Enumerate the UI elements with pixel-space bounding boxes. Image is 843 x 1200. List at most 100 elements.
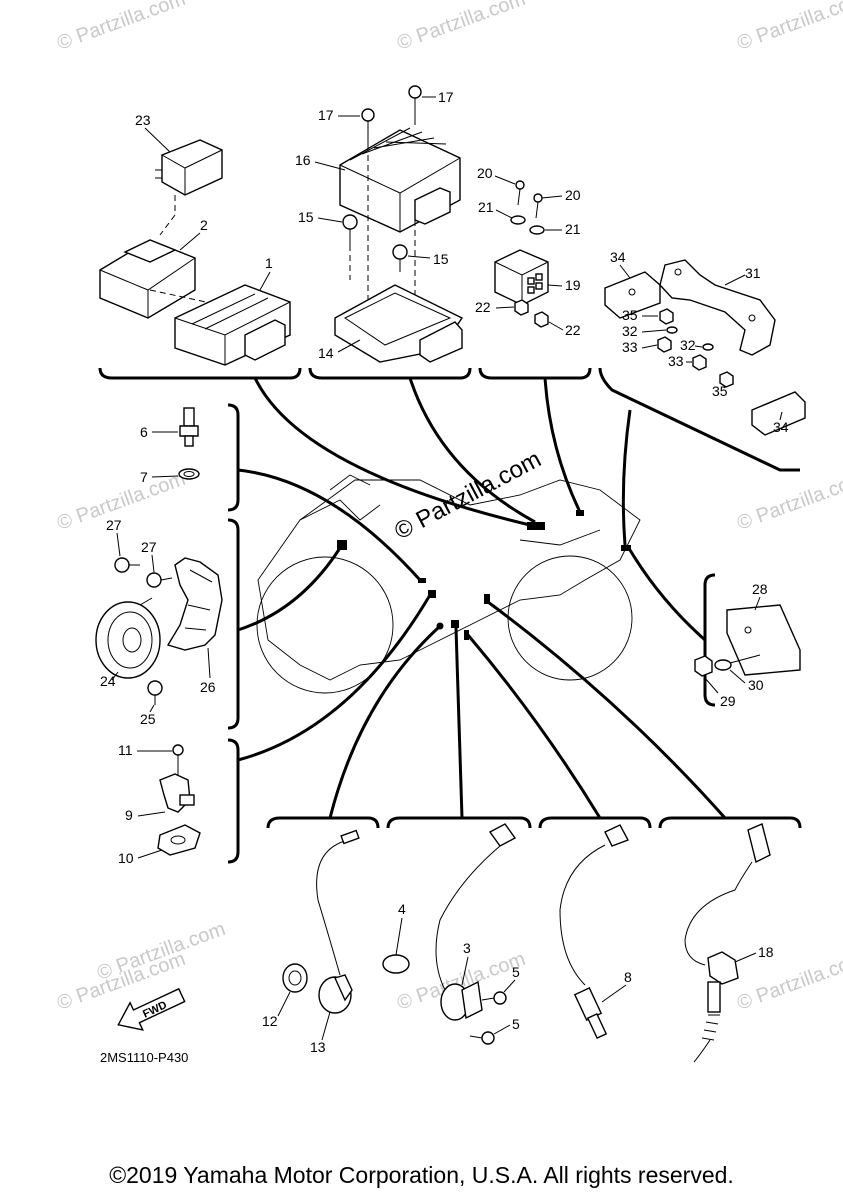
group-brackets [98,367,802,864]
callout-32: 32 [622,323,638,339]
part-13-sensor [318,974,353,1014]
callout-27: 27 [106,517,122,533]
part-25-bolt [147,680,163,705]
callout-27: 27 [141,539,157,555]
group-crank-sensor: 11 9 10 [118,742,201,866]
group-knock-sensor: 12 13 [262,829,360,1055]
callout-26: 26 [200,679,216,695]
callout-5: 5 [512,964,520,980]
part-14-bracket [334,284,464,363]
fwd-label: FWD [141,999,169,1020]
callout-2: 2 [200,217,208,233]
callout-25: 25 [140,711,156,727]
leader-lines [237,377,727,819]
callout-34: 34 [773,419,789,435]
callout-23: 23 [135,112,151,128]
callout-33: 33 [668,353,684,369]
part-5-bolt [469,991,507,1045]
callout-6: 6 [140,424,148,440]
part-1-ecu [174,284,291,366]
group-temp-sensor: 6 7 [140,407,200,485]
part-3-sensor [440,980,483,1021]
part-23-relay [155,139,223,196]
callout-5: 5 [512,1016,520,1032]
part-20-screw [515,180,543,219]
callout-33: 33 [622,339,638,355]
part-18-sensor [693,951,739,1063]
part-2-connector [99,239,196,319]
callout-14: 14 [318,345,334,361]
callout-8: 8 [624,969,632,985]
callout-10: 10 [118,850,134,866]
part-6-sensor [179,407,199,447]
center-watermark: © Partzilla.com [390,446,545,546]
callout-3: 3 [463,940,471,956]
part-28-reflector [726,604,801,676]
part-35-nut [659,308,734,388]
part-19-sensor [494,249,549,306]
part-29-nut [694,655,713,677]
part-16-regulator [339,127,461,233]
callout-7: 7 [140,469,148,485]
part-30-washer [714,654,761,671]
part-9-sensor [159,773,195,813]
callout-19: 19 [565,277,581,293]
callout-30: 30 [748,677,764,693]
group-o2-sensor: 8 [559,824,632,1040]
part-4-oring [382,954,410,974]
group-reflector-bracket: 34 31 35 32 33 32 33 35 34 [604,249,806,436]
diagram-code: 2MS1110-P430 [100,1050,188,1065]
callout-9: 9 [125,807,133,823]
callout-13: 13 [310,1039,326,1055]
part-31-bracket [659,259,776,356]
part-21-washer [510,215,545,235]
callout-12: 12 [262,1013,278,1029]
part-17-bolt [361,85,422,145]
part-22-nut [514,299,549,328]
part-7-gasket [178,468,200,480]
part-33-nut [657,336,707,371]
callout-35: 35 [622,307,638,323]
callout-20: 20 [565,187,581,203]
part-8-sensor [573,987,608,1040]
callout-22: 22 [565,322,581,338]
callout-34: 34 [610,249,626,265]
part-27-bolt [114,557,173,588]
watermark: © Partzilla.com [54,0,188,55]
callout-31: 31 [745,265,761,281]
callout-21: 21 [478,199,494,215]
callout-4: 4 [398,901,406,917]
callout-28: 28 [752,581,768,597]
part-34-reflector [604,271,806,436]
watermark: © Partzilla.com [734,948,843,1015]
group-rectifier: 17 17 16 15 15 14 [295,85,464,363]
part-15-bolt [342,214,408,272]
part-32-washer [666,326,714,351]
callout-1: 1 [265,255,273,271]
group-19-22: 20 20 21 21 19 22 22 [475,165,581,338]
callout-16: 16 [295,152,311,168]
watermark: © Partzilla.com [734,468,843,535]
watermark: © Partzilla.com [394,0,528,55]
group-horn: 27 27 24 26 25 [95,517,223,727]
callout-17: 17 [318,107,334,123]
callout-22: 22 [475,299,491,315]
group-speed-sensor: 4 3 5 5 [382,823,520,1045]
location-markers [337,510,631,640]
group-ecu: 23 2 1 [99,112,291,366]
callout-15: 15 [433,251,449,267]
part-26-bracket [166,557,223,651]
callout-21: 21 [565,221,581,237]
group-rear-reflector: 28 30 29 [694,581,801,709]
group-sidestand-switch: 18 [684,823,774,1063]
watermark: © Partzilla.com [734,0,843,55]
part-11-bolt [172,744,184,775]
callout-11: 11 [118,742,133,758]
callout-17: 17 [438,89,454,105]
part-10-gasket [157,824,201,856]
copyright-notice: ©2019 Yamaha Motor Corporation, U.S.A. A… [109,1162,734,1188]
callout-18: 18 [758,944,774,960]
callout-20: 20 [477,165,493,181]
part-24-horn [95,597,161,679]
